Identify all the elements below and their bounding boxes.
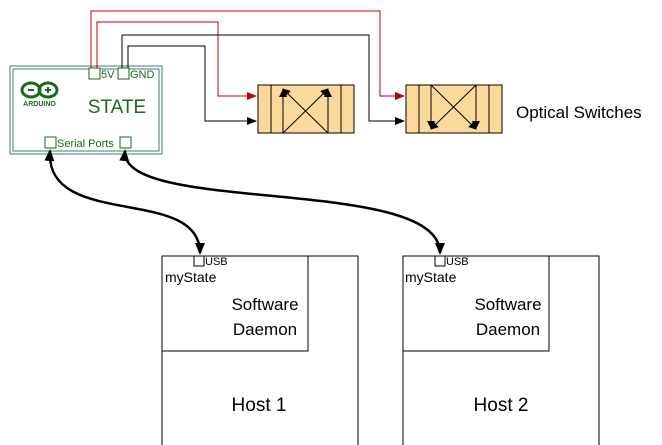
pin-5v-square bbox=[88, 67, 101, 80]
optical-switch-1 bbox=[257, 84, 355, 134]
switch-wiring bbox=[90, 10, 405, 125]
host-2: USB myState Software Daemon Host 2 bbox=[402, 255, 600, 445]
serial-cable-host-2 bbox=[119, 149, 445, 255]
arduino-logo-text: ARDUINO bbox=[23, 101, 56, 108]
power-wire-switch-1 bbox=[96, 21, 257, 100]
host-1-usb-port bbox=[193, 255, 205, 267]
host-2-app-label: myState bbox=[405, 269, 457, 285]
host-2-usb-label: USB bbox=[446, 256, 469, 268]
board-title: STATE bbox=[88, 97, 146, 118]
host-2-daemon-box bbox=[402, 255, 550, 352]
host-1-usb-label: USB bbox=[205, 256, 228, 268]
arduino-logo-icon bbox=[20, 81, 59, 99]
host-2-usb-port bbox=[434, 255, 446, 267]
serial-ports-label: Serial Ports bbox=[57, 138, 114, 150]
host-2-name: Host 2 bbox=[474, 395, 529, 416]
pin-gnd-label: GND bbox=[130, 69, 155, 81]
ground-wire-switch-1 bbox=[127, 45, 257, 125]
host-1-name: Host 1 bbox=[232, 395, 287, 416]
serial-port-left-square bbox=[44, 136, 57, 149]
host-1-daemon-line1: Software bbox=[231, 295, 298, 314]
host-1-daemon-box bbox=[161, 255, 309, 352]
host-1-app-label: myState bbox=[165, 269, 217, 285]
host-2-daemon-line2: Daemon bbox=[476, 320, 540, 339]
power-wire-switch-2 bbox=[90, 10, 405, 100]
serial-port-right-square bbox=[119, 136, 132, 149]
ground-wire-switch-2 bbox=[121, 34, 405, 125]
arduino-board: ARDUINO STATE 5V GND Serial Ports bbox=[9, 65, 163, 155]
pin-5v-label: 5V bbox=[101, 69, 115, 81]
optical-switches-label: Optical Switches bbox=[516, 103, 642, 122]
host-1-daemon-line2: Daemon bbox=[233, 320, 297, 339]
host-1: USB myState Software Daemon Host 1 bbox=[161, 255, 359, 445]
serial-cable-host-1 bbox=[44, 149, 205, 255]
host-2-daemon-line1: Software bbox=[474, 295, 541, 314]
pin-gnd-square bbox=[117, 67, 130, 80]
optical-switch-2 bbox=[405, 84, 503, 134]
